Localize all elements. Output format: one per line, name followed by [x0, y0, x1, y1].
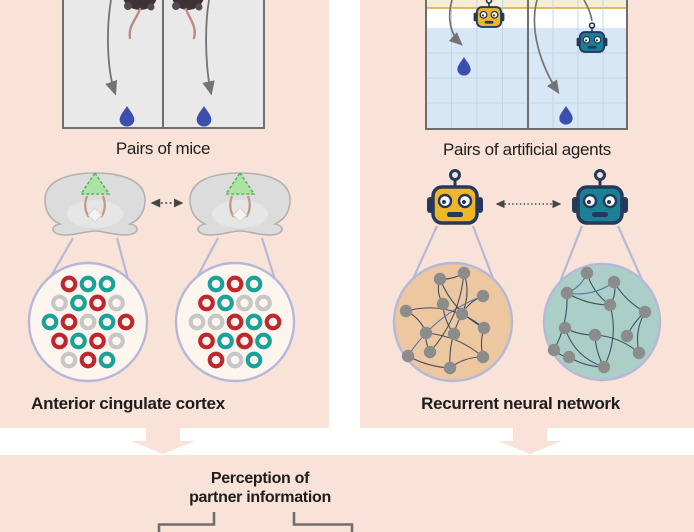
neuron-ring-teal [245, 351, 263, 369]
neuron-ring-red [207, 351, 225, 369]
neuron-ring-red [226, 275, 244, 293]
neuron-ring-gray [226, 351, 244, 369]
agent-path-line [583, 0, 593, 22]
anterior-cingulate-cortex-label: Anterior cingulate cortex [31, 394, 225, 413]
network-edge [405, 307, 485, 329]
network-node [603, 298, 617, 312]
neuron-ring-gray [207, 313, 225, 331]
network-node [443, 361, 457, 375]
network-node [457, 266, 471, 280]
network-node [558, 321, 572, 335]
neuron-ring-gray [236, 294, 253, 312]
neuron-ring-gray [255, 294, 272, 312]
neuron-ring-gray [60, 351, 78, 369]
network-node [560, 286, 574, 300]
network-node [399, 304, 413, 318]
panel-bottom [0, 455, 694, 532]
neuron-ring-red [60, 275, 78, 293]
neuron-ring-teal [98, 313, 116, 331]
recurrent-neural-network-label: Recurrent neural network [421, 394, 620, 413]
neuron-ring-teal [217, 332, 234, 350]
rnn-network-right [547, 266, 652, 374]
bracket-left [157, 512, 216, 532]
agent-path-arrow [533, 0, 560, 95]
neuron-ring-gray [108, 294, 125, 312]
neuron-ring-red [198, 294, 215, 312]
neuron-ring-teal [98, 351, 116, 369]
network-edge [407, 295, 484, 357]
neuron-ring-red [89, 332, 106, 350]
network-node [580, 266, 594, 280]
pairs-of-mice-label: Pairs of mice [115, 139, 211, 158]
neuron-ring-teal [245, 313, 263, 331]
bracket-right [292, 512, 354, 532]
network-node [588, 328, 602, 342]
neuron-ring-teal [70, 332, 87, 350]
network-node [638, 305, 652, 319]
network-node [433, 272, 447, 286]
network-node [419, 326, 433, 340]
neuron-ring-gray [188, 313, 206, 331]
network-node [547, 343, 561, 357]
mouse-icon-left [123, 0, 157, 40]
brain-icon-right [188, 171, 292, 237]
mouse-icon-right [172, 0, 204, 40]
network-node [597, 360, 611, 374]
choice-arrow [105, 0, 118, 96]
agent-arena-grid [425, 0, 628, 130]
neuron-ring-teal [255, 332, 272, 350]
network-node [476, 350, 490, 364]
neuron-ring-teal [217, 294, 234, 312]
neuron-ring-red [117, 313, 135, 331]
agent-path-arrow [448, 0, 463, 46]
down-arrow-icon-right [498, 424, 562, 454]
neuron-ring-teal [207, 275, 225, 293]
mice-chamber-box [62, 0, 265, 129]
neuron-ring-gray [108, 332, 125, 350]
network-node [423, 345, 437, 359]
pairs-of-artificial-agents-label: Pairs of artificial agents [443, 140, 611, 159]
network-node [436, 297, 450, 311]
neuron-ring-red [226, 313, 244, 331]
perception-caption-line1: Perception of [210, 470, 310, 487]
neuron-ring-gray [79, 313, 97, 331]
network-node [607, 275, 621, 289]
network-node [620, 329, 634, 343]
neuron-ring-teal [41, 313, 59, 331]
down-arrow-icon-left [131, 424, 195, 454]
rnn-network-left [399, 266, 491, 375]
acc-neuron-rings-left [41, 275, 135, 369]
network-node [476, 289, 490, 303]
network-edge [429, 272, 465, 353]
neuron-ring-red [60, 313, 78, 331]
network-edge [439, 278, 485, 329]
neuron-ring-gray [51, 294, 68, 312]
brain-icon-left [43, 171, 147, 237]
neuron-ring-red [79, 351, 97, 369]
network-node [401, 349, 415, 363]
neuron-ring-teal [70, 294, 87, 312]
perception-caption: Perception of partner information [140, 469, 380, 507]
perception-caption-line2: partner information [189, 489, 331, 506]
neuron-ring-red [264, 313, 282, 331]
acc-magnified-circle-left [27, 261, 149, 383]
network-node [447, 327, 461, 341]
neuron-ring-red [89, 294, 106, 312]
choice-arrow [202, 0, 215, 96]
neuron-ring-red [51, 332, 68, 350]
magnifier-lines-rnn [410, 225, 645, 283]
acc-magnified-circle-right [174, 261, 296, 383]
network-node [632, 346, 646, 360]
neuron-ring-teal [98, 275, 116, 293]
neuron-ring-red [198, 332, 215, 350]
network-node [477, 321, 491, 335]
acc-neuron-rings-right [188, 275, 282, 369]
neuron-ring-teal [245, 275, 263, 293]
neuron-ring-teal [79, 275, 97, 293]
network-node [455, 307, 469, 321]
network-node [562, 350, 576, 364]
neuron-ring-red [236, 332, 253, 350]
